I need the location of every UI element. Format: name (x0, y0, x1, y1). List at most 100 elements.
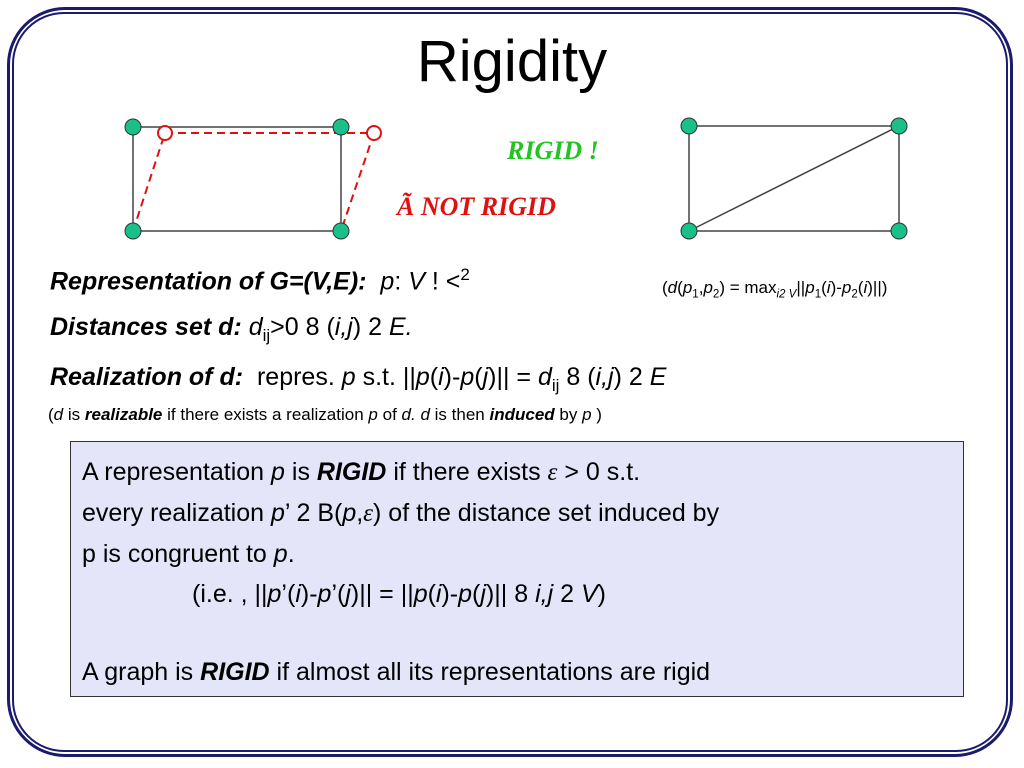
rigid-label-text: RIGID (507, 136, 583, 165)
def-text: ’ 2 B( (284, 499, 343, 527)
rigid-graph (680, 117, 908, 240)
def-text: ( (472, 580, 481, 608)
def-text: if there exists (393, 458, 541, 486)
def-text: )|| = || (350, 580, 414, 608)
math-var: ε (547, 459, 558, 486)
math-var: p (342, 499, 357, 527)
math-var: i (826, 278, 831, 297)
slide-frame-inner (12, 12, 1008, 752)
math-sub: i2 V (776, 288, 797, 301)
math-var: j (482, 363, 489, 391)
math-text: ( (48, 405, 54, 424)
math-text: is then (434, 405, 485, 424)
math-text: s.t. || (362, 363, 416, 391)
math-sub: 2 (851, 288, 858, 301)
math-text: : (394, 267, 402, 296)
def-text: ( (427, 580, 436, 608)
math-var: i (863, 278, 868, 297)
math-text: is (67, 405, 81, 424)
math-var: i,j (535, 580, 554, 608)
math-var: i (435, 580, 442, 608)
math-sub: 1 (814, 288, 822, 301)
math-sub: 2 (712, 288, 720, 301)
math-var: V (408, 267, 425, 296)
emphasis-term: RIGID (200, 658, 270, 686)
math-var: p (413, 580, 428, 608)
deformed-edge-right (340, 132, 375, 232)
def-text: 2 (560, 580, 574, 608)
def-text: . (287, 540, 295, 568)
definition-spacer (82, 614, 953, 652)
math-text: ( (662, 278, 668, 297)
emphasis-term: realizable (84, 405, 163, 424)
graph-node (680, 117, 698, 135)
math-var: p (317, 580, 332, 608)
math-var: i,j (334, 313, 353, 341)
math-var: p (805, 278, 815, 297)
def-text: ) of the distance set induced by (373, 499, 720, 527)
math-text: ) 2 (352, 313, 383, 341)
math-text: by (559, 405, 578, 424)
def-text: is (291, 458, 310, 486)
math-var: d. (401, 405, 416, 424)
definition-line-4: (i.e. , ||p’(i)-p’(j)|| = ||p(i)-p(j)|| … (82, 574, 953, 614)
rigid-label-mark: ! (588, 136, 599, 165)
deformed-node (157, 125, 173, 141)
distances-label: Distances set d: (50, 313, 242, 341)
graph-node (124, 222, 142, 240)
def-text: p is congruent to (82, 540, 267, 568)
math-var: E. (389, 313, 413, 341)
def-text: ’( (281, 580, 296, 608)
graph-node (680, 222, 698, 240)
math-text: )|| = (488, 363, 531, 391)
emphasis-term: induced (489, 405, 555, 424)
math-var: p (415, 363, 430, 391)
graph-node (124, 118, 142, 136)
slide-title: Rigidity (416, 29, 608, 94)
def-text: )- (441, 580, 459, 608)
math-var: d (667, 278, 678, 297)
math-var: j (345, 580, 351, 608)
math-var: p (582, 405, 592, 424)
rigid-label: RIGID ! (507, 136, 599, 166)
math-var: j (480, 580, 486, 608)
math-var: d (420, 405, 430, 424)
math-text: ( (677, 278, 683, 297)
not-rigid-label: Ã NOT RIGID (397, 192, 556, 222)
definition-line-5: A graph is RIGID if almost all its repre… (82, 652, 953, 692)
non-rigid-edges (132, 126, 342, 232)
math-text: ( (857, 278, 864, 297)
math-text: ) 2 (613, 363, 643, 391)
math-text: )- (443, 363, 461, 391)
def-text: (i.e. , || (192, 580, 268, 608)
def-text: if almost all its representations are ri… (276, 658, 711, 686)
definition-line-3: p is congruent to p. (82, 534, 953, 574)
math-var: p (267, 580, 282, 608)
math-text: if there exists a realization (167, 405, 364, 424)
math-var: p (270, 499, 285, 527)
def-text: )|| 8 (485, 580, 529, 608)
math-text: )- (830, 278, 842, 297)
math-text: ( (429, 363, 439, 391)
math-symbol: < (445, 267, 461, 296)
math-text: || (796, 278, 806, 297)
not-rigid-label-mark: Ã (397, 192, 415, 221)
math-var: i (438, 363, 444, 391)
representation-label: Representation of G=(V,E): (50, 267, 367, 296)
def-text: ’( (331, 580, 346, 608)
math-var: p (460, 363, 475, 391)
math-text: >0 8 ( (270, 313, 335, 341)
def-text: , (356, 499, 364, 527)
math-var: p (380, 267, 395, 296)
math-var: V (580, 580, 598, 608)
math-var: p (841, 278, 852, 297)
graph-node (332, 118, 350, 136)
math-var: p (368, 405, 378, 424)
realizable-note: (d is realizable if there exists a reali… (48, 405, 602, 425)
deformed-node (366, 125, 382, 141)
math-text: ) = max (719, 278, 777, 297)
math-var: d (53, 405, 64, 424)
def-text: ) (597, 580, 606, 608)
deformed-edge-left (132, 132, 166, 232)
